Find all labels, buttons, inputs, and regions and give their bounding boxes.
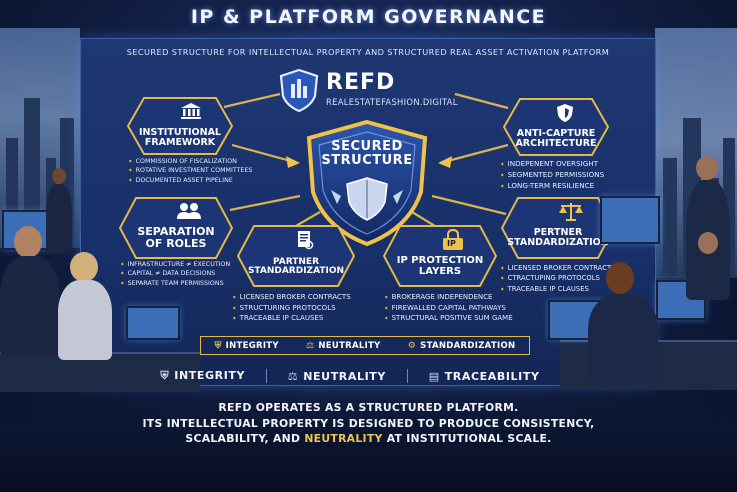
monitor — [126, 306, 180, 340]
pillar-title: INSTITUTIONAL FRAMEWORK — [126, 128, 234, 148]
pillar-title-line2: ARCHITECTURE — [515, 137, 597, 149]
secured-structure-shield: SECURED STRUCTURE — [301, 118, 433, 248]
list-item: LONG-TERM RESILIENCE — [500, 181, 604, 192]
partner-right-bullets: LICENSED BROKER CONTRACTS CTRACTUPING PR… — [500, 263, 616, 294]
pillar-title-line1: INSTITUTIONAL — [139, 127, 221, 138]
person-standing-left — [44, 168, 74, 258]
person-seated-man — [0, 226, 60, 356]
list-item: FIREWALLED CAPITAL PATHWAYS — [384, 303, 513, 314]
list-item: DOCUMENTED ASSET PIPELINE — [128, 176, 252, 185]
anti-capture-bullets: INDEPENENT OVERSIGHT SEGMENTED PERMISSIO… — [500, 159, 605, 192]
footer-line1: REFD OPERATES AS A STRUCTURED PLATFORM. — [218, 401, 519, 414]
shield-icon: ⛨ — [214, 340, 222, 351]
footer-highlight: NEUTRALITY — [304, 432, 383, 446]
value-label: INTEGRITY — [174, 369, 246, 382]
page-title: IP & PLATFORM GOVERNANCE — [190, 6, 547, 28]
list-item: INDEPENENT OVERSIGHT — [500, 159, 604, 170]
pillar-title: SEPARATION OF ROLES — [118, 226, 234, 249]
footer-line2: ITS INTELLECTUAL PROPERTY IS DESIGNED TO… — [142, 416, 595, 430]
value-label: TRACEABILITY — [444, 369, 540, 383]
list-item: STRUCTURAL POSITIVE SUM GAME — [384, 313, 513, 324]
footer-statement: REFD OPERATES AS A STRUCTURED PLATFORM. … — [0, 400, 737, 447]
pillar-title: ANTI-CAPTURE ARCHITECTURE — [502, 129, 610, 149]
list-item: CTRACTUPING PROTOCOLS — [500, 273, 615, 283]
office-floor — [0, 390, 737, 492]
divider — [406, 369, 408, 383]
pillar-ip-protection-layers: IP IP PROTECTION LAYERS — [382, 224, 498, 288]
divider — [265, 369, 267, 383]
ip-badge: IP — [447, 239, 456, 248]
pillar-title-line1: SEPARATION — [137, 225, 215, 238]
list-item: LICENSED BROKER CONTRACTS — [500, 263, 616, 273]
person-seated-right — [582, 262, 662, 382]
center-label: SECURED STRUCTURE — [301, 139, 433, 169]
pillar-title-line2: STANDARDIZATION — [507, 236, 609, 248]
pillar-separation-of-roles: SEPARATION OF ROLES — [118, 196, 234, 260]
list-item: COMMISSION OF FISCALIZATION — [128, 157, 252, 166]
value-integrity: ⛨ INTEGRITY — [160, 369, 245, 383]
footer-line3-a: SCALABILITY, AND — [185, 432, 301, 446]
center-line1: SECURED — [331, 139, 403, 154]
pillar-title-line1: ANTI-CAPTURE — [516, 128, 596, 139]
tag-neutrality: ⚖NEUTRALITY — [306, 341, 381, 351]
list-item: INFRASTRUCTURE ≠ EXECUTION — [120, 260, 231, 269]
pillar-partner-standardization-left: PARTNER STANDARDIZATION — [236, 224, 356, 288]
shield-icon: ⛨ — [160, 369, 170, 382]
monitor — [600, 196, 660, 244]
list-item: STRUCTURING PROTOCOLS — [232, 303, 351, 314]
pillar-title: IP PROTECTION LAYERS — [382, 255, 498, 277]
list-item: SEGMENTED PERMISSIONS — [500, 170, 605, 181]
list-item: LICENSED BROKER CONTRACTS — [232, 292, 351, 303]
center-line2: STRUCTURE — [321, 153, 413, 169]
list-item: CAPITAL ≠ DATA DECISIONS — [120, 269, 230, 278]
person-right-back — [688, 232, 728, 292]
pillar-title-line2: LAYERS — [418, 265, 462, 277]
list-item: SEPARATE TEAM PERMISSIONS — [120, 279, 230, 288]
scales-icon: ⚖ — [305, 340, 315, 351]
pillar-partner-standardization-right: PERTNER STANDARDIZATION — [500, 196, 616, 260]
list-item: TRACEABLE IP CLAUSES — [232, 313, 351, 324]
values-bar: ⛨ INTEGRITY ⚖ NEUTRALITY ▤ TRACEABILITY — [150, 366, 550, 386]
institutional-bullets: COMMISSION OF FISCALIZATION ROTATIVE INV… — [128, 157, 253, 185]
tag-label: STANDARDIZATION — [420, 340, 516, 351]
pillar-title-line2: FRAMEWORK — [144, 136, 216, 148]
scales-icon: ⚖ — [287, 369, 299, 383]
ip-protection-bullets: BROKERAGE INDEPENDENCE FIREWALLED CAPITA… — [384, 292, 513, 324]
pillar-institutional-framework: INSTITUTIONAL FRAMEWORK — [126, 96, 234, 156]
brand-name: REFD — [326, 70, 396, 95]
page-subtitle: SECURED STRUCTURE FOR INTELLECTUAL PROPE… — [126, 47, 610, 57]
pillar-title-line1: IP PROTECTION — [396, 255, 484, 266]
footer-line3-b: AT INSTITUTIONAL SCALE. — [386, 432, 552, 446]
value-label: NEUTRALITY — [303, 369, 386, 383]
footer-line3: SCALABILITY, AND NEUTRALITY AT INSTITUTI… — [0, 431, 737, 447]
principles-tag-bar: ⛨INTEGRITY ⚖NEUTRALITY ⚙STANDARDIZATION — [200, 336, 530, 355]
person-seated-woman — [54, 252, 114, 362]
pillar-title-line2: OF ROLES — [145, 236, 207, 250]
gear-icon: ⚙ — [407, 340, 417, 351]
value-traceability: ▤ TRACEABILITY — [429, 370, 540, 383]
tag-label: INTEGRITY — [225, 340, 279, 351]
pillar-title-line1: PERTNER — [533, 227, 583, 238]
tag-integrity: ⛨INTEGRITY — [215, 341, 279, 351]
list-item: TRACEABLE IP CLAUSES — [500, 284, 615, 294]
tag-label: NEUTRALITY — [318, 340, 381, 351]
partner-left-bullets: LICENSED BROKER CONTRACTS STRUCTURING PR… — [232, 292, 351, 324]
tag-standardization: ⚙STANDARDIZATION — [408, 341, 516, 351]
list-item: BROKERAGE INDEPENDENCE — [384, 292, 513, 303]
value-neutrality: ⚖ NEUTRALITY — [288, 370, 386, 383]
brand-url: REALESTATEFASHION.DIGITAL — [326, 97, 458, 107]
separation-bullets: INFRASTRUCTURE ≠ EXECUTION CAPITAL ≠ DAT… — [120, 260, 231, 288]
pillar-title: PERTNER STANDARDIZATION — [500, 228, 616, 248]
pillar-title-line1: PARTNER — [272, 257, 319, 267]
brand-block: REFD REALESTATEFASHION.DIGITAL — [278, 66, 478, 113]
pillar-title-line2: STANDARDIZATION — [247, 266, 345, 277]
document-icon: ▤ — [428, 369, 440, 383]
pillar-anti-capture-architecture: ANTI-CAPTURE ARCHITECTURE — [502, 97, 610, 157]
shield-icon — [278, 68, 320, 113]
pillar-title: PARTNER STANDARDIZATION — [236, 257, 356, 277]
list-item: ROTATIVE INVESTMENT COMMITTEES — [128, 166, 253, 175]
